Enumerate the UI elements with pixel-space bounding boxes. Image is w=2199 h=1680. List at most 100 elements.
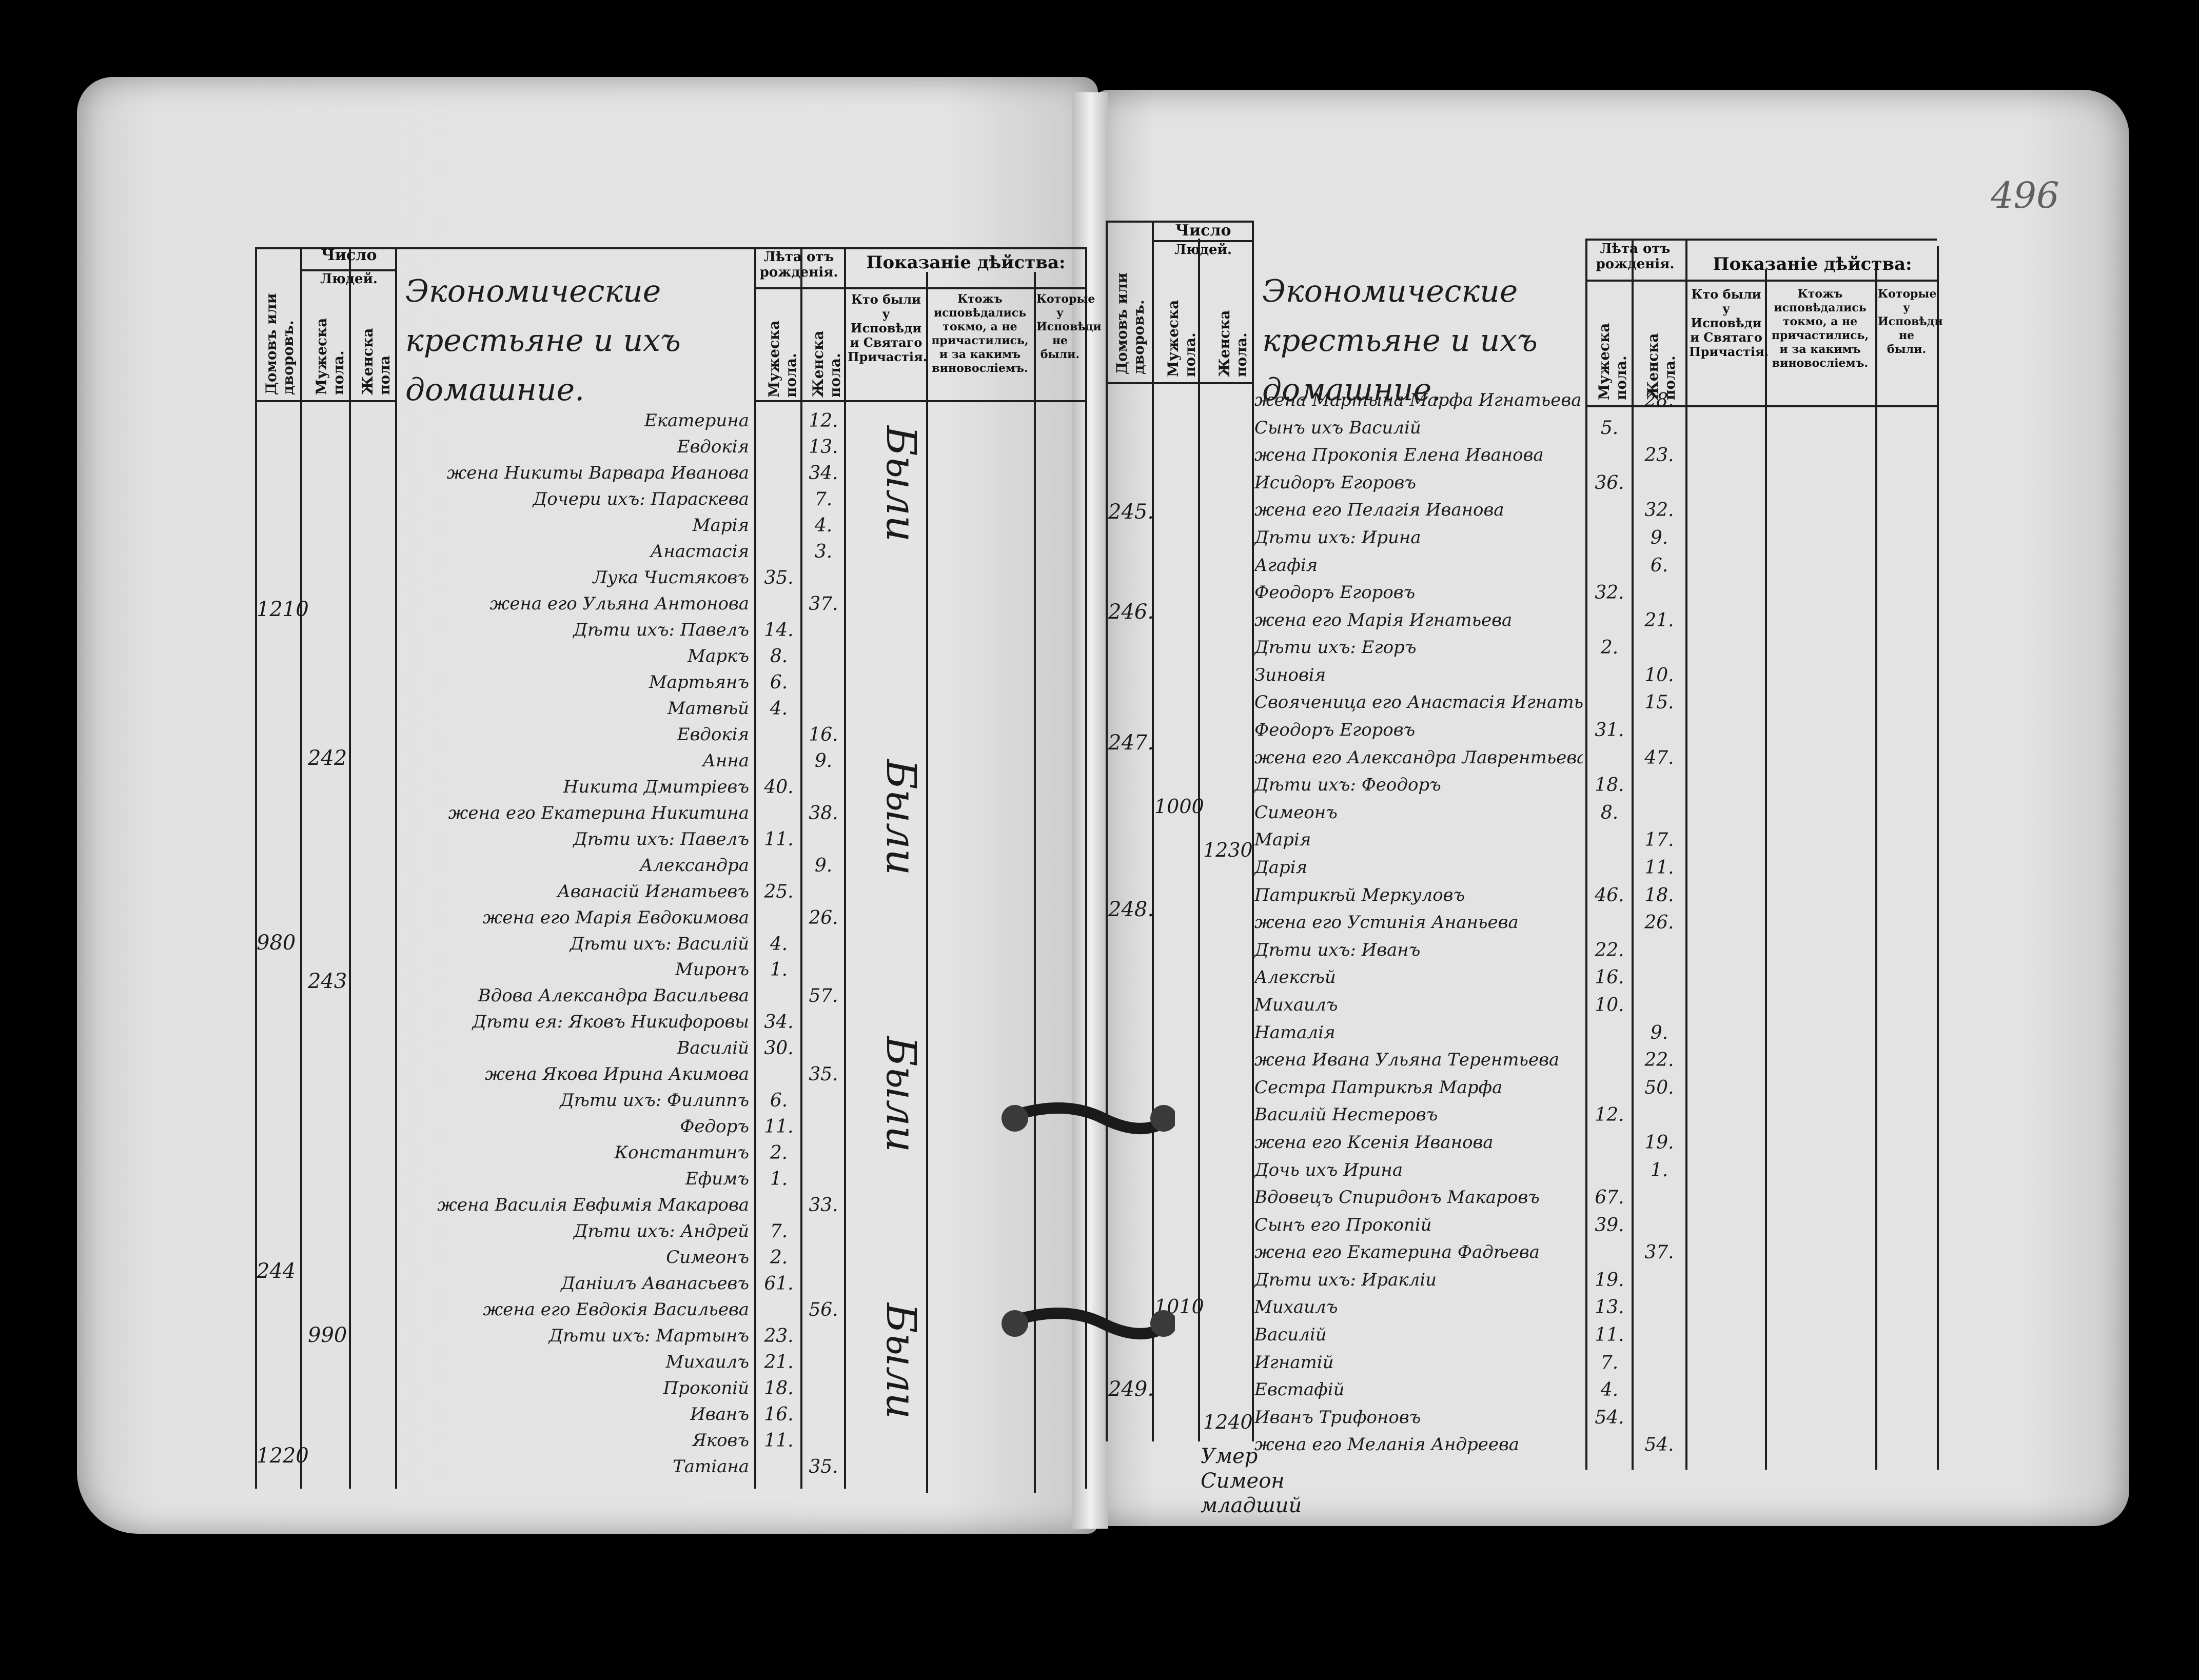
age-male-header: Мужеска пола.: [1596, 323, 1629, 400]
age-female: 17.: [1644, 829, 1674, 851]
age-male: 16.: [1595, 967, 1624, 989]
entry-name: Игнатій: [1254, 1352, 1334, 1373]
entry-name: Мартьянъ: [649, 671, 749, 693]
age-female: 28.: [1644, 390, 1674, 411]
age-female: 9.: [1650, 1022, 1668, 1043]
age-male: 39.: [1595, 1214, 1624, 1236]
entry-name: Василій: [1254, 1325, 1327, 1346]
margin-number: 245.: [1108, 500, 1154, 524]
age-male: 11.: [764, 828, 794, 850]
entry-name: Свояченица его Анастасія Игнатьева: [1254, 692, 1583, 713]
entry-name: Дѣти ихъ: Феодоръ: [1254, 775, 1441, 796]
margin-number: 249.: [1108, 1377, 1154, 1401]
people-title: Людей.: [1174, 242, 1232, 258]
age-male: 32.: [1595, 582, 1624, 604]
age-female: 50.: [1644, 1077, 1674, 1098]
entry-name: Матвѣй: [667, 698, 749, 719]
age-male: 4.: [770, 933, 788, 955]
age-female: 10.: [1644, 664, 1674, 686]
age-female: 15.: [1644, 692, 1674, 714]
age-male: 8.: [770, 645, 788, 667]
entry-name: Марія: [1254, 829, 1311, 851]
entry-name: Яковъ: [692, 1430, 749, 1451]
entry-name: Дѣти ея: Яковъ Никифоровы: [472, 1012, 749, 1033]
households-column-header: Домовъ или дворовъ.: [263, 293, 297, 395]
testimony-mark: Были: [877, 759, 925, 876]
entry-name: Константинъ: [614, 1142, 749, 1163]
male-count-header: Мужеска пола.: [1165, 300, 1199, 377]
age-male: 19.: [1595, 1269, 1624, 1291]
entry-name: Евдокія: [677, 724, 749, 745]
page-number: 496: [1991, 174, 2059, 216]
entry-name: Зиновія: [1254, 664, 1326, 685]
entry-name: Патрикѣй Меркуловъ: [1254, 884, 1465, 905]
age-male: 30.: [764, 1038, 794, 1059]
right-page-title: Экономические крестьяне и ихъ домашние.: [1262, 273, 1538, 408]
age-female: 35.: [809, 1456, 838, 1478]
age-female: 9.: [814, 750, 833, 772]
entry-name: жена его Меланія Андреева: [1254, 1434, 1520, 1455]
confession-communion-header: Кто были у Исповѣди и Святаго Причастія.: [1689, 287, 1769, 359]
entry-name: Сынъ ихъ Василій: [1254, 417, 1421, 438]
testimony-mark: Были: [877, 1036, 925, 1153]
count-number: 1240: [1203, 1411, 1253, 1433]
death-footnote: Умер Симеон младший: [1201, 1445, 1302, 1517]
testimony-title: Показаніе дѣйства:: [866, 252, 1066, 273]
female-count-header: Женска пола.: [1216, 310, 1250, 377]
age-female: 33.: [809, 1195, 838, 1216]
entry-name: Вдова Александра Васильева: [478, 985, 749, 1006]
age-male: 67.: [1595, 1187, 1624, 1209]
entry-name: Анна: [702, 750, 749, 771]
age-male: 11.: [764, 1116, 794, 1138]
margin-number: 1220: [257, 1444, 309, 1468]
age-female: 9.: [814, 855, 833, 876]
age-male: 2.: [1600, 637, 1619, 659]
entry-name: Дѣти ихъ: Филиппъ: [560, 1090, 749, 1111]
entry-name: Василій Нестеровъ: [1254, 1104, 1438, 1125]
entry-name: Иванъ Трифоновъ: [1254, 1407, 1421, 1428]
count-number: 1230: [1203, 839, 1253, 861]
entry-name: Дѣти ихъ: Василій: [570, 933, 749, 954]
age-male: 18.: [764, 1378, 794, 1399]
age-female: 57.: [809, 985, 838, 1007]
entry-name: Иванъ: [690, 1404, 749, 1425]
age-female: 22.: [1644, 1050, 1674, 1071]
age-male: 8.: [1600, 802, 1619, 823]
entry-name: Аванасій Игнатьевъ: [557, 881, 749, 902]
age-female: 16.: [809, 724, 838, 745]
not-at-confession-header: Которые у Исповѣди не были.: [1878, 287, 1943, 356]
entry-name: Ефимъ: [685, 1169, 749, 1190]
entry-name: жена его Евдокія Васильева: [483, 1299, 749, 1320]
testimony-title: Показаніе дѣйства:: [1713, 254, 1912, 274]
entry-name: жена его Екатерина Фадѣева: [1254, 1242, 1540, 1263]
age-female: 6.: [1650, 555, 1668, 576]
age-male: 1.: [770, 1169, 788, 1190]
age-male: 7.: [1600, 1352, 1619, 1373]
age-female: 19.: [1644, 1132, 1674, 1153]
entry-name: жена Никиты Варвара Иванова: [446, 462, 749, 483]
age-female: 34.: [809, 462, 838, 484]
age-female-header: Женска пола.: [1644, 333, 1678, 400]
entry-name: жена Прокопія Елена Иванова: [1254, 445, 1544, 466]
testimony-mark: Были: [877, 1303, 925, 1419]
entry-name: жена его Устинія Ананьева: [1254, 912, 1519, 933]
entry-name: Евстафій: [1254, 1379, 1345, 1400]
age-female: 13.: [809, 436, 838, 458]
age-male: 6.: [770, 1090, 788, 1112]
entry-name: Лука Чистяковъ: [593, 567, 749, 588]
entry-name: Миронъ: [675, 959, 749, 980]
entry-name: Дѣти ихъ: Егоръ: [1254, 637, 1417, 658]
left-page-title: Экономические крестьяне и ихъ домашние.: [405, 273, 681, 408]
entry-name: Дѣти ихъ: Иванъ: [1254, 939, 1421, 960]
entry-name: Евдокія: [677, 436, 749, 457]
not-at-confession-header: Которые у Исповѣди не были.: [1036, 292, 1102, 361]
entry-name: Дочь ихъ Ирина: [1254, 1159, 1403, 1180]
age-male: 25.: [764, 881, 794, 902]
confession-only-header: Ктожъ исповѣдались токмо, а не причастил…: [931, 292, 1029, 375]
margin-number: 990: [308, 1323, 347, 1347]
entry-name: Дѣти ихъ: Павелъ: [573, 619, 749, 640]
margin-number: 242: [308, 746, 347, 770]
entry-name: Феодоръ Егоровъ: [1254, 720, 1416, 741]
testimony-mark: Были: [877, 426, 925, 542]
